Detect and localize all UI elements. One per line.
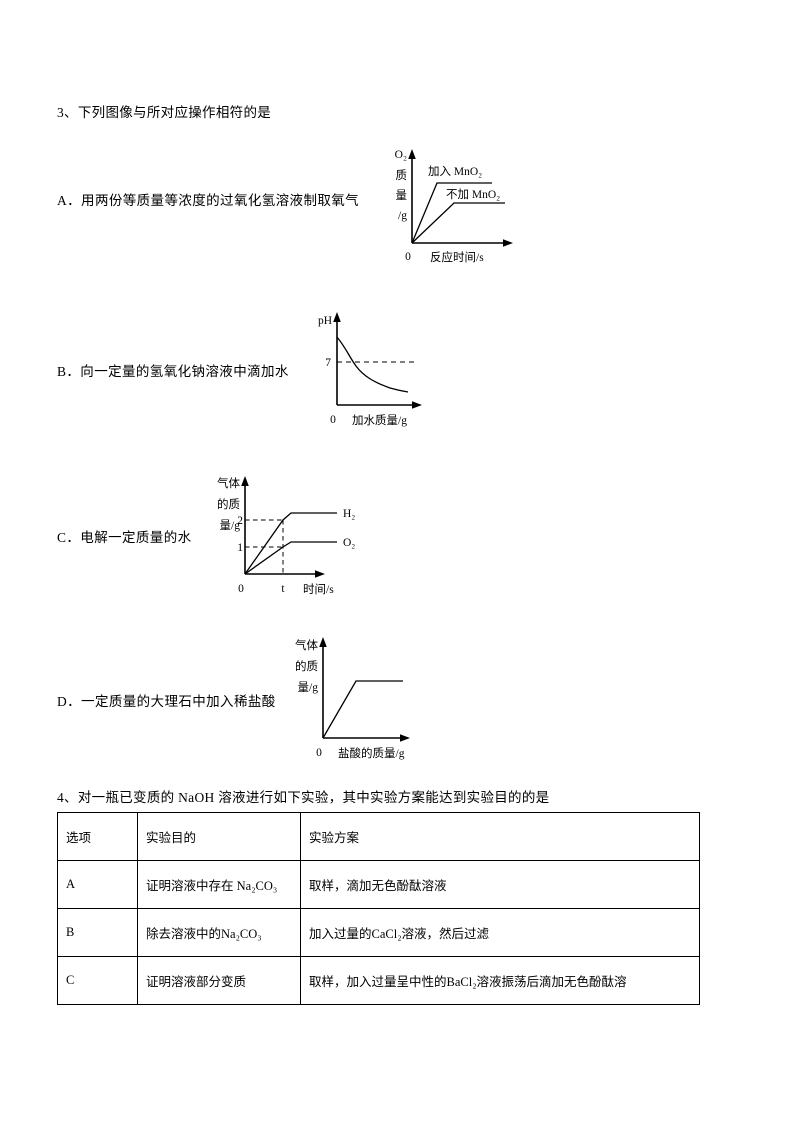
figure-d-y-label-line-2: 的质 xyxy=(295,659,318,673)
table-cell-option-c-text: C xyxy=(66,973,75,987)
table-header-goal-text: 实验目的 xyxy=(146,831,197,845)
figure-d-y-label-line-1: 气体 xyxy=(295,638,318,652)
figure-b-x-arrow xyxy=(412,401,422,409)
table-header-option: 选项 xyxy=(57,812,138,861)
figure-d-svg: 气体 的质 量/g 0 盐酸的质量/g xyxy=(295,637,410,760)
figure-a-y-label-line-3: 量 xyxy=(396,189,408,202)
table-header-goal: 实验目的 xyxy=(137,812,301,861)
figure-a-y-label-line-4: /g xyxy=(398,210,407,222)
figure-c-y-label-line-2: 的质 xyxy=(217,497,240,511)
figure-b: pH 7 0 加水质量/g xyxy=(292,303,442,431)
table-row: C 证明溶液部分变质 取样，加入过量呈中性的BaCl₂溶液振荡后滴加无色酚酞溶 xyxy=(57,956,700,1005)
figure-c-curve-label-h2: H₂ xyxy=(343,508,355,520)
table-cell-plan-b: 加入过量的CaCl₂溶液，然后过滤 xyxy=(300,908,700,957)
figure-c-y-arrow xyxy=(241,476,249,486)
table-cell-goal-a-text: 证明溶液中存在 Na₂CO₃ xyxy=(146,879,278,893)
table-header-plan: 实验方案 xyxy=(300,812,700,861)
figure-a-origin-label: 0 xyxy=(405,251,411,263)
figure-c-x-tick-t: t xyxy=(281,583,285,595)
figure-a-curve-label-with-mno2: 加入 MnO₂ xyxy=(428,165,482,178)
table-cell-goal-c-text: 证明溶液部分变质 xyxy=(146,975,247,989)
table-row: A 证明溶液中存在 Na₂CO₃ 取样，滴加无色酚酞溶液 xyxy=(57,860,700,909)
figure-b-y-tick-7: 7 xyxy=(325,357,331,369)
figure-a-y-arrow xyxy=(408,149,416,159)
figure-d-x-arrow xyxy=(400,734,410,742)
figure-b-y-label: pH xyxy=(318,315,332,327)
figure-a-curve-label-without-mno2: 不加 MnO₂ xyxy=(446,188,500,201)
figure-c-x-arrow xyxy=(315,570,325,578)
figure-b-svg: pH 7 0 加水质量/g xyxy=(318,312,422,427)
figure-a-svg: O₂ 质 量 /g 0 反应时间/s 加入 MnO₂ 不加 MnO₂ xyxy=(395,149,513,264)
table-header-option-text: 选项 xyxy=(66,831,92,845)
figure-a-x-label: 反应时间/s xyxy=(430,250,484,264)
figure-c-y-tick-2: 2 xyxy=(237,515,243,527)
table-cell-option-b: B xyxy=(57,908,138,957)
table-cell-option-a: A xyxy=(57,860,138,909)
table-cell-plan-b-text: 加入过量的CaCl₂溶液，然后过滤 xyxy=(309,927,490,941)
table-cell-plan-c-text: 取样，加入过量呈中性的BaCl₂溶液振荡后滴加无色酚酞溶 xyxy=(309,975,627,989)
table-header-row: 选项 实验目的 实验方案 xyxy=(57,812,700,861)
table-row: B 除去溶液中的Na₂CO₃ 加入过量的CaCl₂溶液，然后过滤 xyxy=(57,908,700,957)
figure-b-y-arrow xyxy=(333,312,341,322)
table-cell-plan-a-text: 取样，滴加无色酚酞溶液 xyxy=(309,879,447,893)
figure-c-series-h2 xyxy=(244,512,337,575)
option-c-label: C．电解一定质量的水 xyxy=(57,530,192,545)
figure-a-series-with-mno2 xyxy=(411,182,492,244)
figure-d-x-label: 盐酸的质量/g xyxy=(338,746,405,760)
table-cell-option-c: C xyxy=(57,956,138,1005)
table-header-plan-text: 实验方案 xyxy=(309,831,360,845)
table-cell-plan-a: 取样，滴加无色酚酞溶液 xyxy=(300,860,700,909)
option-a-label: A．用两份等质量等浓度的过氧化氢溶液制取氧气 xyxy=(57,193,360,208)
figure-a: O₂ 质 量 /g 0 反应时间/s 加入 MnO₂ 不加 MnO₂ xyxy=(372,143,542,271)
figure-a-y-label-line-1: O₂ xyxy=(395,149,407,161)
figure-d-y-arrow xyxy=(319,637,327,647)
table-cell-option-b-text: B xyxy=(66,925,75,939)
figure-c-series-o2 xyxy=(244,541,337,575)
figure-c-x-label: 时间/s xyxy=(303,583,334,596)
question-4-stem: 4、对一瓶已变质的 NaOH 溶液进行如下实验，其中实验方案能达到实验目的的是 xyxy=(57,790,550,805)
option-d-label: D．一定质量的大理石中加入稀盐酸 xyxy=(57,694,276,709)
figure-d-origin-label: 0 xyxy=(316,747,322,759)
table-cell-goal-b: 除去溶液中的Na₂CO₃ xyxy=(137,908,301,957)
figure-d-series-gas-mass xyxy=(322,680,403,739)
figure-b-x-label: 加水质量/g xyxy=(352,414,407,427)
figure-c-y-label-line-1: 气体 xyxy=(217,476,240,490)
table-cell-goal-c: 证明溶液部分变质 xyxy=(137,956,301,1005)
question-3-stem: 3、下列图像与所对应操作相符的是 xyxy=(57,105,272,120)
figure-c: 气体 的质 量/g 2 1 0 t 时间/s H₂ O₂ xyxy=(193,468,378,600)
table-cell-goal-b-text: 除去溶液中的Na₂CO₃ xyxy=(146,927,262,941)
figure-a-series-without-mno2 xyxy=(411,202,505,244)
figure-c-curve-label-o2: O₂ xyxy=(343,537,355,549)
experiment-scheme-table: 选项 实验目的 实验方案 A 证明溶液中存在 Na₂CO₃ 取样，滴加无色酚酞溶… xyxy=(57,812,700,1005)
figure-c-origin-label: 0 xyxy=(238,583,244,595)
table-cell-option-a-text: A xyxy=(66,877,76,891)
figure-a-x-arrow xyxy=(503,239,513,247)
table-cell-plan-c: 取样，加入过量呈中性的BaCl₂溶液振荡后滴加无色酚酞溶 xyxy=(300,956,700,1005)
figure-b-origin-label: 0 xyxy=(330,414,336,426)
figure-c-y-tick-1: 1 xyxy=(237,542,243,554)
figure-b-series-ph xyxy=(336,336,409,393)
figure-d-y-label-line-3: 量/g xyxy=(298,681,319,694)
figure-a-y-label-line-2: 质 xyxy=(396,169,408,182)
figure-d: 气体 的质 量/g 0 盐酸的质量/g xyxy=(268,628,453,762)
figure-c-svg: 气体 的质 量/g 2 1 0 t 时间/s H₂ O₂ xyxy=(217,476,355,596)
figure-c-y-label-line-3: 量/g xyxy=(220,519,241,532)
table-cell-goal-a: 证明溶液中存在 Na₂CO₃ xyxy=(137,860,301,909)
option-b-label: B．向一定量的氢氧化钠溶液中滴加水 xyxy=(57,364,289,379)
